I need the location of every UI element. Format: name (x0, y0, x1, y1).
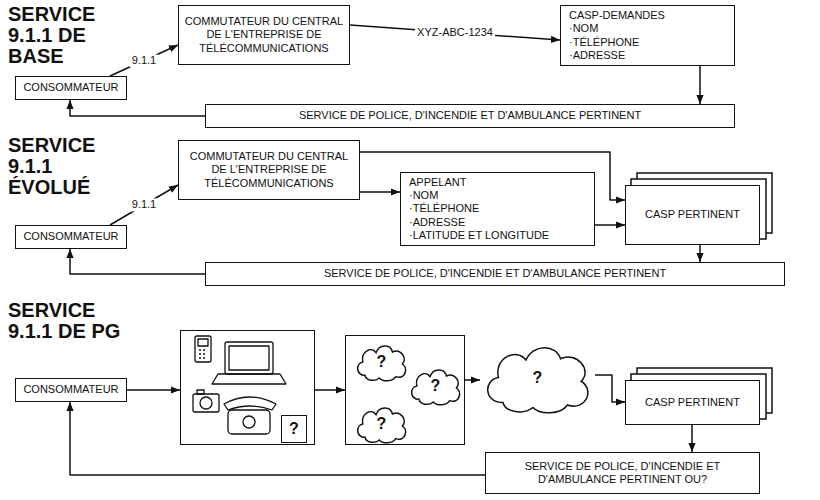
connector-arrow (595, 224, 625, 226)
service-heading: SERVICE 9.1.1 ÉVOLUÉ (8, 135, 133, 198)
node-text: ·TÉLÉPHONE (409, 202, 479, 215)
connector-arrow (699, 66, 701, 104)
psap-box: CASP-DEMANDES·NOM·TÉLÉPHONE·ADRESSE (560, 5, 735, 66)
node-text: CASP PERTINENT (645, 396, 740, 409)
node-text: CONSOMMATEUR (23, 81, 118, 94)
service-heading: SERVICE 9.1.1 DE BASE (8, 4, 133, 67)
emergency-service-box: SERVICE DE POLICE, D'INCENDIE ET D'AMBUL… (485, 452, 760, 494)
network-cloud: ? (408, 366, 463, 406)
connector-arrow (595, 375, 625, 402)
consumer-box: CONSOMMATEUR (15, 225, 127, 249)
node-text: SERVICE DE POLICE, D'INCENDIE ET D'AMBUL… (299, 109, 641, 122)
desk-phone-icon (224, 397, 276, 434)
connector-arrow (691, 425, 693, 452)
node-text: CONSOMMATEUR (23, 230, 118, 243)
service-heading: SERVICE 9.1.1 DE PG (8, 300, 133, 342)
switch-box: COMMUTATEUR DU CENTRAL DE L'ENTREPRISE D… (178, 5, 350, 65)
connector-arrow (70, 402, 485, 475)
node-text: ? (431, 376, 441, 395)
node-text: ? (289, 419, 299, 438)
network-cloud: ? (480, 340, 595, 415)
node-text: SERVICE DE POLICE, D'INCENDIE ET D'AMBUL… (324, 267, 666, 280)
node-text: CONSOMMATEUR (23, 383, 118, 396)
node-text: ? (533, 368, 543, 387)
edge-label: XYZ-ABC-1234 (415, 26, 495, 39)
caller-data-box: APPELANT·NOM·TÉLÉPHONE·ADRESSE·LATITUDE … (400, 172, 595, 246)
connector-arrow (70, 100, 205, 116)
cell-phone-icon (195, 336, 211, 362)
camera-icon (193, 390, 219, 412)
node-text: ·ADRESSE (409, 216, 465, 229)
consumer-box: CONSOMMATEUR (15, 378, 127, 402)
device-panel: ? (180, 330, 315, 445)
node-text: ·LATITUDE ET LONGITUDE (409, 229, 549, 242)
connector-arrow (110, 45, 178, 76)
psap-box: CASP PERTINENT (625, 185, 760, 245)
node-text: SERVICE DE POLICE, D'INCENDIE ET D'AMBUL… (491, 460, 754, 486)
psap-box: CASP PERTINENT (625, 380, 760, 425)
laptop-icon (212, 342, 286, 384)
connector-arrow (699, 245, 701, 262)
edge-label: 9.1.1 (130, 198, 158, 211)
emergency-service-box: SERVICE DE POLICE, D'INCENDIE ET D'AMBUL… (205, 262, 785, 286)
node-text: ·NOM (569, 22, 598, 35)
network-cloud: ? (354, 404, 409, 444)
node-text: ·ADRESSE (569, 49, 625, 62)
network-cloud: ? (354, 342, 409, 382)
connector-arrow (110, 185, 178, 225)
node-text: CASP PERTINENT (645, 208, 740, 221)
connector-arrow (465, 379, 480, 381)
node-text: ? (377, 414, 387, 433)
connector-arrow (315, 389, 345, 391)
connector-arrow (127, 389, 180, 391)
node-text: CASP-DEMANDES (569, 9, 665, 22)
emergency-service-box: SERVICE DE POLICE, D'INCENDIE ET D'AMBUL… (205, 104, 735, 128)
switch-box: COMMUTATEUR DU CENTRAL DE L'ENTREPRISE D… (178, 140, 360, 200)
node-text: ·NOM (409, 189, 438, 202)
connector-arrow (70, 249, 205, 274)
edge-label: 9.1.1 (130, 54, 158, 67)
connector-arrow (360, 191, 400, 193)
unknown-device-box: ? (281, 415, 307, 443)
node-text: COMMUTATEUR DU CENTRAL DE L'ENTREPRISE D… (184, 150, 354, 190)
node-text: ? (377, 352, 387, 371)
node-text: COMMUTATEUR DU CENTRAL DE L'ENTREPRISE D… (184, 15, 344, 55)
node-text: ·TÉLÉPHONE (569, 36, 639, 49)
node-text: APPELANT (409, 176, 466, 189)
network-panel: ??? (345, 335, 465, 445)
consumer-box: CONSOMMATEUR (15, 76, 127, 100)
connector-arrow (350, 25, 560, 40)
